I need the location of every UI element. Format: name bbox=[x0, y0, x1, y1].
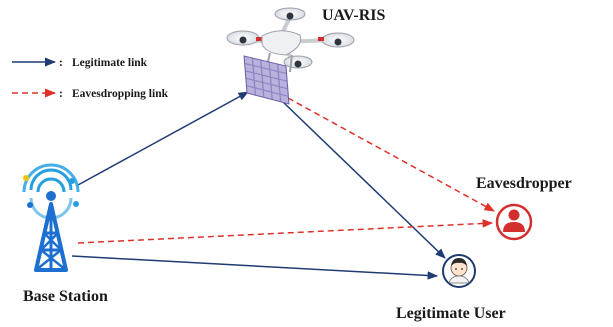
person-avatar-icon bbox=[442, 254, 476, 288]
links bbox=[71, 91, 495, 280]
ris-element bbox=[272, 92, 280, 101]
ris-element bbox=[280, 87, 288, 96]
eavesdropper-label: Eavesdropper bbox=[476, 175, 572, 192]
base-station-label: Base Station bbox=[23, 288, 108, 305]
ris-element bbox=[271, 77, 279, 86]
ris-element bbox=[254, 81, 263, 90]
ris-element bbox=[278, 64, 286, 73]
person-red-icon bbox=[495, 203, 533, 241]
link-uav-to-user bbox=[282, 101, 446, 259]
uav-ris-label: UAV-RIS bbox=[322, 7, 386, 24]
ris-element bbox=[244, 56, 253, 65]
legend-eavesdropping-separator: : bbox=[59, 88, 63, 100]
ris-element bbox=[254, 73, 262, 82]
legend-legitimate-separator: : bbox=[59, 57, 63, 69]
link-bs-to-eavesdropper bbox=[77, 219, 494, 244]
legitimate-user-label: Legitimate User bbox=[396, 305, 506, 322]
ris-element bbox=[279, 79, 288, 88]
ris-element bbox=[269, 62, 278, 71]
ris-element bbox=[253, 58, 261, 67]
ris-element bbox=[253, 66, 262, 75]
antenna-tower-icon bbox=[22, 163, 80, 272]
ris-element bbox=[245, 64, 253, 73]
ris-element bbox=[261, 60, 270, 69]
link-bs-to-uav bbox=[77, 91, 249, 186]
ris-element bbox=[262, 68, 270, 77]
ris-element bbox=[270, 70, 279, 79]
ris-element bbox=[271, 85, 280, 94]
ris-element bbox=[263, 90, 272, 99]
drone-with-ris-panel-icon bbox=[226, 7, 355, 105]
link-uav-to-eavesdropper bbox=[287, 97, 495, 212]
ris-panel bbox=[243, 55, 290, 105]
legend-legitimate-label: Legitimate link bbox=[72, 57, 148, 69]
ris-element bbox=[255, 88, 264, 97]
ris-element bbox=[280, 95, 289, 104]
ris-element bbox=[278, 72, 287, 81]
ris-element bbox=[247, 86, 255, 95]
link-bs-to-user bbox=[71, 255, 439, 280]
ris-element bbox=[263, 83, 271, 92]
ris-element bbox=[245, 71, 254, 80]
ris-element bbox=[262, 75, 271, 84]
legend-eavesdropping-label: Eavesdropping link bbox=[72, 88, 169, 100]
legend: : Legitimate link : Eavesdropping link bbox=[12, 57, 169, 100]
ris-element bbox=[246, 79, 255, 87]
